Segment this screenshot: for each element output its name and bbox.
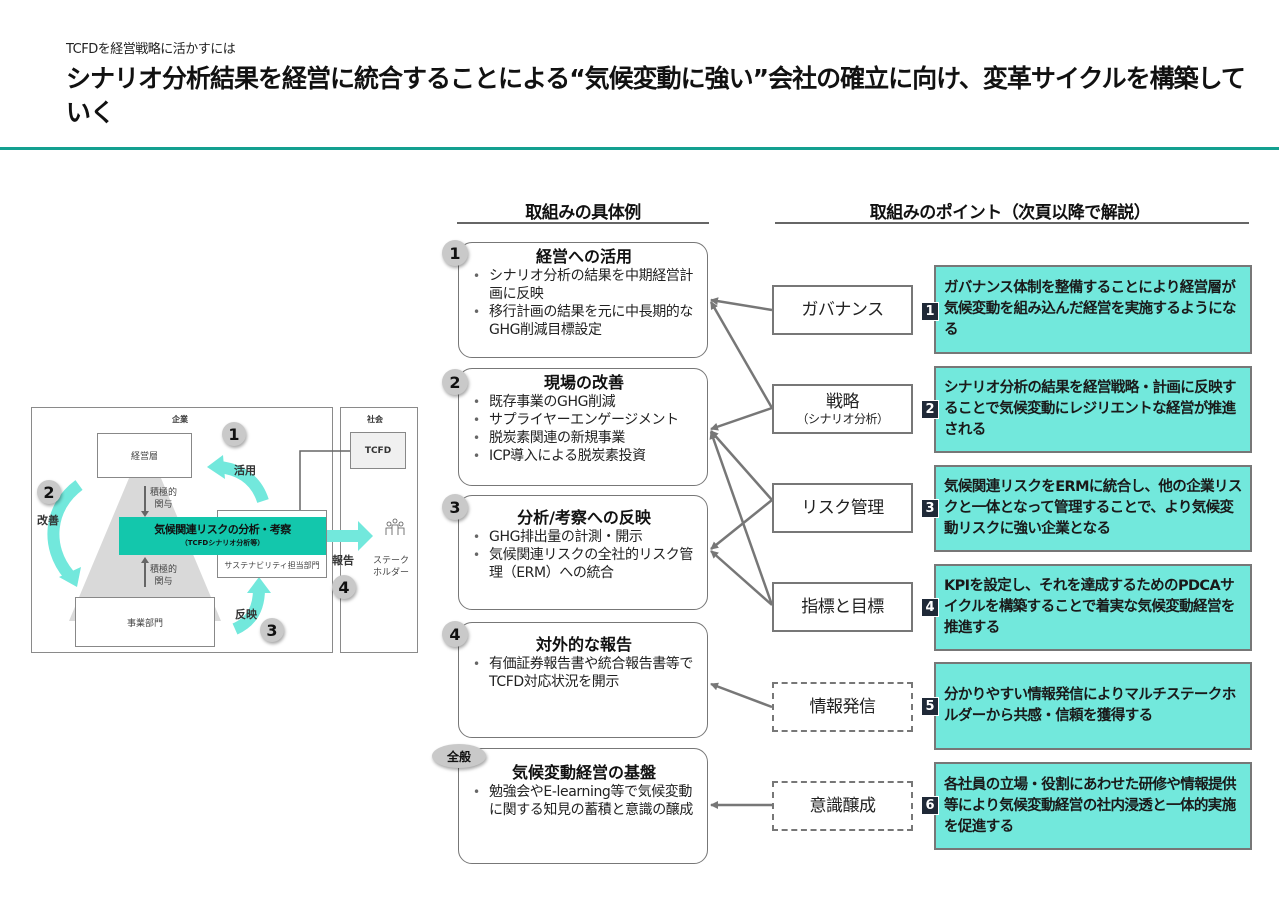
point-number-1: 1 (921, 302, 939, 321)
point-number-6: 6 (921, 796, 939, 815)
connector-risk-to-2 (710, 430, 773, 501)
example-bullet: GHG排出量の計測・開示 (469, 528, 699, 546)
pillar-awareness-building: 意識醸成 (772, 781, 913, 831)
example-title: 気候変動経営の基盤 (511, 763, 656, 782)
example-title: 分析/考察への反映 (517, 508, 651, 527)
cycle-step-3-badge: 3 (260, 618, 284, 642)
cycle-step-1-badge: 1 (222, 422, 246, 446)
examples-heading-rule (457, 222, 709, 224)
example-bullet: 移行計画の結果を元に中長期的なGHG削減目標設定 (469, 303, 699, 339)
cycle-step-2-badge: 2 (37, 480, 61, 504)
point-box-awareness-building: 各社員の立場・役割にあわせた研修や情報提供等により気候変動経営の社内浸透と一体的… (934, 762, 1252, 850)
cycle-arrow-2-improve (47, 480, 83, 579)
cycle-step-3-label: 反映 (235, 608, 257, 621)
cycle-step-2-label: 改善 (37, 514, 59, 527)
connector-risk-to-3 (710, 499, 773, 550)
pillar-risk-management: リスク管理 (772, 483, 913, 533)
example-badge-2: 2 (442, 369, 468, 395)
climate-risk-analysis-bar: 気候関連リスクの分析・考察 （TCFDシナリオ分析等） (119, 517, 326, 555)
analysis-title: 気候関連リスクの分析・考察 (154, 523, 291, 536)
example-bullet: 脱炭素関連の新規事業 (469, 429, 699, 447)
point-number-2: 2 (921, 400, 939, 419)
example-bullet: 勉強会やE-learning等で気候変動に関する知見の蓄積と意識の醸成 (469, 783, 699, 819)
example-badge-3: 3 (442, 494, 468, 520)
example-bullet: 有価証券報告書や統合報告書等でTCFD対応状況を開示 (469, 655, 699, 691)
report-arrow-body (326, 530, 358, 542)
point-number-4: 4 (921, 598, 939, 617)
point-box-risk-management: 気候関連リスクをERMに統合し、他の企業リスクと一体となって管理することで、より… (934, 465, 1252, 552)
page-subtitle: TCFDを経営戦略に活かすには (66, 42, 236, 57)
cycle-arrow-3-head (247, 577, 271, 593)
example-badge-1: 1 (442, 240, 468, 266)
society-label: 社会 (367, 415, 383, 424)
connector-strategy-to-1 (709, 301, 774, 409)
example-bullet: サプライヤーエンゲージメント (469, 411, 699, 429)
example-card-management: 経営への活用 シナリオ分析の結果を中期経営計画に反映 移行計画の結果を元に中長期… (458, 242, 708, 358)
point-number-5: 5 (921, 697, 939, 716)
report-arrow-head (358, 521, 373, 551)
stakeholder-label: ステーク ホルダー (373, 556, 410, 578)
tcfd-box: TCFD (350, 432, 406, 469)
transformation-cycle-diagram: 企業 社会 経営層 事業部門 サステナビリティ担当部門 TCFD 積極的 関与 … (31, 407, 418, 655)
example-title: 対外的な報告 (535, 635, 632, 654)
example-card-external-reporting: 対外的な報告 有価証券報告書や統合報告書等でTCFD対応状況を開示 (458, 622, 708, 738)
points-heading-rule (775, 222, 1249, 224)
example-card-analysis-reflection: 分析/考察への反映 GHG排出量の計測・開示 気候関連リスクの全社的リスク管理（… (458, 495, 708, 610)
example-bullet: 既存事業のGHG削減 (469, 393, 699, 411)
pillar-strategy-sub: （シナリオ分析） (796, 412, 889, 426)
example-card-field-improvement: 現場の改善 既存事業のGHG削減 サプライヤーエンゲージメント 脱炭素関連の新規… (458, 368, 708, 486)
point-number-3: 3 (921, 499, 939, 518)
stakeholder-icon (385, 518, 405, 535)
example-title: 経営への活用 (535, 247, 632, 266)
point-box-metrics-targets: KPIを設定し、それを達成するためのPDCAサイクルを構築することで着実な気候変… (934, 564, 1252, 651)
involvement-bottom-label: 積極的 関与 (150, 565, 178, 587)
cycle-arrow-1-head (207, 455, 225, 479)
pillar-governance: ガバナンス (772, 285, 913, 335)
points-heading: 取組みのポイント（次頁以降で解説） (869, 203, 1151, 223)
example-title: 現場の改善 (543, 373, 624, 392)
point-box-strategy: シナリオ分析の結果を経営戦略・計画に反映することで気候変動にレジリエントな経営が… (934, 366, 1252, 453)
company-label: 企業 (172, 415, 188, 424)
point-box-governance: ガバナンス体制を整備することにより経営層が気候変動を組み込んだ経営を実施するよう… (934, 265, 1252, 354)
cycle-arrow-3-reflect (232, 588, 265, 635)
cycle-step-1-label: 活用 (234, 464, 256, 477)
example-bullet: 気候関連リスクの全社的リスク管理（ERM）への統合 (469, 546, 699, 582)
management-box: 経営層 (97, 433, 192, 478)
pillar-strategy: 戦略 （シナリオ分析） (772, 384, 913, 434)
analysis-subtitle: （TCFDシナリオ分析等） (180, 539, 265, 547)
connector-strategy-to-2 (710, 406, 773, 431)
pillar-information-disclosure: 情報発信 (772, 682, 913, 732)
business-unit-box: 事業部門 (75, 597, 215, 647)
example-badge-4: 4 (442, 621, 468, 647)
tcfd-connector (299, 450, 350, 513)
involvement-top-label: 積極的 関与 (150, 488, 178, 510)
point-box-information-disclosure: 分かりやすい情報発信によりマルチステークホルダーから共感・信頼を獲得する (934, 662, 1252, 750)
connector-governance-to-1 (710, 297, 773, 312)
example-badge-general: 全般 (432, 744, 486, 768)
connector-metrics-to-2 (709, 431, 774, 606)
example-bullet: ICP導入による脱炭素投資 (469, 447, 699, 465)
cycle-step-4-badge: 4 (332, 575, 356, 599)
pillar-metrics-targets: 指標と目標 (772, 582, 913, 632)
example-bullet: シナリオ分析の結果を中期経営計画に反映 (469, 267, 699, 303)
title-divider (0, 147, 1279, 150)
example-card-foundation: 気候変動経営の基盤 勉強会やE-learning等で気候変動に関する知見の蓄積と… (458, 748, 708, 864)
connector-metrics-to-3 (710, 550, 773, 606)
cycle-step-4-label: 報告 (332, 554, 354, 567)
connector-disclosure-to-4 (710, 682, 773, 709)
cycle-arrow-2-head (59, 567, 81, 587)
examples-heading: 取組みの具体例 (525, 203, 641, 223)
page-title: シナリオ分析結果を経営に統合することによる“気候変動に強い”会社の確立に向け、変… (66, 64, 1246, 127)
